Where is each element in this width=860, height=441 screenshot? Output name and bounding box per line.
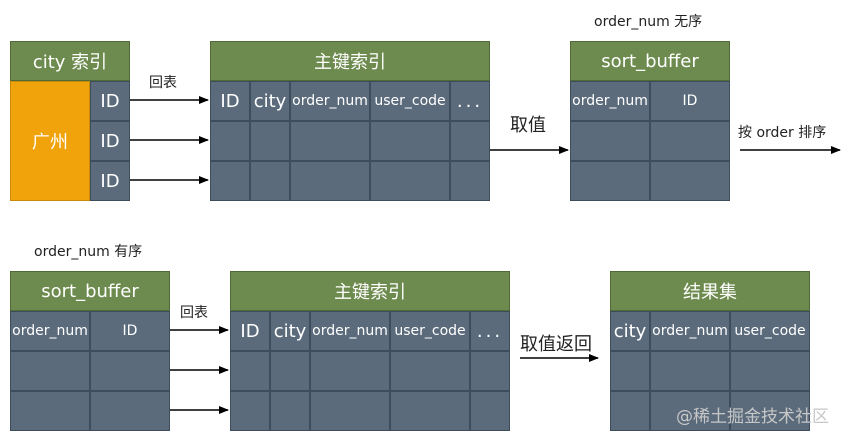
column-label: order_num	[312, 323, 388, 339]
pk-cell	[470, 391, 510, 431]
fetch-label: 取值	[510, 115, 546, 136]
city-index-title: city 索引	[32, 52, 108, 73]
column-label: city	[253, 90, 287, 112]
pk-index-header: 主键索引	[230, 271, 510, 311]
column-label: ID	[122, 323, 138, 339]
pk-column-header: user_code	[370, 81, 450, 121]
sort-buffer-title: sort_buffer	[601, 50, 699, 72]
sort-buffer-cell	[90, 351, 170, 391]
pk-cell	[310, 391, 390, 431]
pk-cell	[270, 391, 310, 431]
result-cell	[650, 391, 730, 431]
sort-buffer-column: order_num	[10, 311, 90, 351]
pk-column-header: ID	[230, 311, 270, 351]
sort-buffer-column: ID	[90, 311, 170, 351]
pk-column-header: city	[270, 311, 310, 351]
sort-buffer-cell	[650, 161, 730, 201]
sort-buffer-cell	[650, 121, 730, 161]
pk-column-header: ...	[450, 81, 490, 121]
result-cell	[730, 351, 810, 391]
result-column: user_code	[730, 311, 810, 351]
id-label: ID	[100, 90, 120, 112]
pk-index-title: 主键索引	[334, 282, 406, 303]
sort-buffer-column: order_num	[570, 81, 650, 121]
city-index-header: city 索引	[10, 41, 130, 81]
sort-label: 按 order 排序	[738, 125, 827, 141]
pk-cell	[290, 161, 370, 201]
city-index-id-cell: ID	[90, 161, 130, 201]
pk-cell	[250, 161, 290, 201]
lookup-label: 回表	[149, 75, 177, 91]
return-label: 取值返回	[520, 334, 592, 355]
result-column: city	[610, 311, 650, 351]
sort-buffer-header: sort_buffer	[570, 41, 730, 81]
column-label: user_code	[734, 323, 806, 339]
pk-cell	[450, 161, 490, 201]
pk-cell	[370, 121, 450, 161]
pk-cell	[230, 391, 270, 431]
sort-note: order_num 有序	[34, 244, 143, 260]
pk-cell	[210, 121, 250, 161]
sort-note: order_num 无序	[594, 14, 703, 30]
city-value-cell: 广州	[10, 81, 90, 201]
column-label: city	[613, 320, 647, 342]
column-label: order_num	[292, 93, 368, 109]
id-label: ID	[100, 170, 120, 192]
pk-cell	[290, 121, 370, 161]
sort-buffer-header: sort_buffer	[10, 271, 170, 311]
column-label: ID	[220, 90, 240, 112]
sort-buffer-cell	[570, 121, 650, 161]
sort-buffer-cell	[90, 391, 170, 431]
pk-cell	[250, 121, 290, 161]
pk-cell	[470, 351, 510, 391]
pk-cell	[210, 161, 250, 201]
result-set-header: 结果集	[610, 271, 810, 311]
lookup-label: 回表	[180, 305, 208, 321]
sort-buffer-title: sort_buffer	[41, 280, 139, 302]
column-label: user_code	[374, 93, 446, 109]
city-index-id-cell: ID	[90, 81, 130, 121]
column-label: ...	[476, 320, 504, 342]
column-label: user_code	[394, 323, 466, 339]
sort-buffer-cell	[10, 391, 90, 431]
pk-cell	[390, 351, 470, 391]
sort-buffer-column: ID	[650, 81, 730, 121]
sort-buffer-cell	[570, 161, 650, 201]
pk-cell	[390, 391, 470, 431]
result-set-title: 结果集	[683, 282, 737, 303]
pk-cell	[450, 121, 490, 161]
pk-column-header: city	[250, 81, 290, 121]
pk-cell	[230, 351, 270, 391]
pk-column-header: order_num	[290, 81, 370, 121]
city-index-id-cell: ID	[90, 121, 130, 161]
result-cell	[650, 351, 730, 391]
pk-cell	[270, 351, 310, 391]
pk-cell	[370, 161, 450, 201]
column-label: ...	[456, 90, 484, 112]
pk-column-header: ID	[210, 81, 250, 121]
pk-index-header: 主键索引	[210, 41, 490, 81]
column-label: order_num	[652, 323, 728, 339]
pk-column-header: user_code	[390, 311, 470, 351]
column-label: ID	[240, 320, 260, 342]
city-value: 广州	[32, 132, 68, 153]
result-cell	[730, 391, 810, 431]
pk-column-header: order_num	[310, 311, 390, 351]
column-label: order_num	[12, 323, 88, 339]
column-label: ID	[682, 93, 698, 109]
result-column: order_num	[650, 311, 730, 351]
result-cell	[610, 391, 650, 431]
pk-cell	[310, 351, 390, 391]
pk-index-title: 主键索引	[314, 52, 386, 73]
watermark: @稀土掘金技术社区	[676, 407, 829, 427]
column-label: city	[273, 320, 307, 342]
column-label: order_num	[572, 93, 648, 109]
result-cell	[610, 351, 650, 391]
pk-column-header: ...	[470, 311, 510, 351]
id-label: ID	[100, 130, 120, 152]
sort-buffer-cell	[10, 351, 90, 391]
